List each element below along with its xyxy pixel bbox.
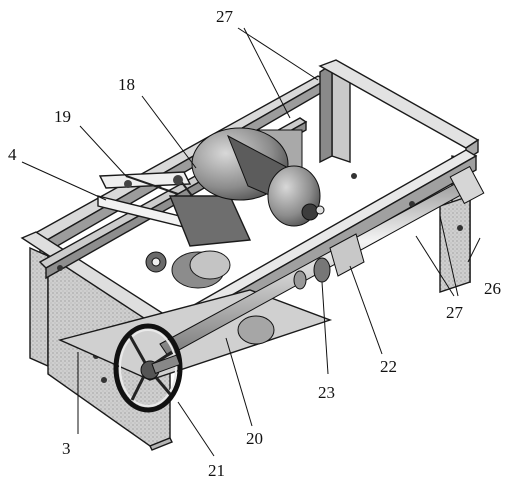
callout-22: 22 — [380, 357, 397, 376]
leader-26 — [467, 237, 481, 263]
motor-shaft-end — [301, 203, 319, 221]
wheel-handle — [151, 354, 181, 375]
hand-wheel-rim — [113, 323, 183, 413]
shaft-collar — [313, 257, 331, 283]
callout-4: 4 — [8, 145, 17, 164]
upper-guide-bar — [98, 171, 192, 189]
bolt — [57, 265, 63, 271]
leader-lines — [21, 27, 481, 457]
pivot-pin — [173, 175, 183, 185]
leader-4 — [21, 161, 107, 201]
leader-27-top-a — [237, 27, 319, 81]
leader-22 — [349, 265, 383, 355]
leader-20 — [225, 337, 253, 427]
callout-3: 3 — [62, 439, 71, 458]
callout-19: 19 — [54, 107, 71, 126]
electric-motor — [191, 127, 325, 227]
guide-bar-assembly — [97, 171, 252, 247]
callout-23: 23 — [318, 383, 335, 402]
leader-27-right-b — [439, 215, 459, 297]
callout-27-right: 27 — [446, 303, 464, 322]
bolt — [409, 201, 415, 207]
leader-19 — [79, 125, 127, 177]
bolt — [101, 377, 107, 383]
callout-26: 26 — [484, 279, 501, 298]
pivot-pin — [124, 180, 132, 188]
bolt — [351, 173, 357, 179]
callout-27-top: 27 — [216, 7, 234, 26]
bolt — [457, 225, 463, 231]
leader-21 — [177, 401, 215, 457]
callout-21: 21 — [208, 461, 225, 480]
lower-carriage — [145, 250, 275, 345]
callout-18: 18 — [118, 75, 135, 94]
callout-20: 20 — [246, 429, 263, 448]
drive-shaft-assembly — [159, 165, 485, 357]
shaft-coupling — [329, 233, 365, 277]
leader-27-top-b — [243, 27, 291, 119]
belt-pulley — [237, 315, 275, 345]
leader-18 — [141, 95, 197, 169]
shaft-collar-2 — [293, 270, 307, 290]
leader-27-right-a — [415, 235, 455, 297]
motor-mount-bracket — [168, 195, 252, 247]
shaft-bearing-block — [449, 165, 485, 205]
callout-labels: 27 18 19 4 26 27 22 23 3 20 21 — [8, 7, 501, 480]
leader-23 — [321, 281, 329, 375]
hand-wheel — [113, 323, 183, 413]
frame — [20, 59, 480, 451]
